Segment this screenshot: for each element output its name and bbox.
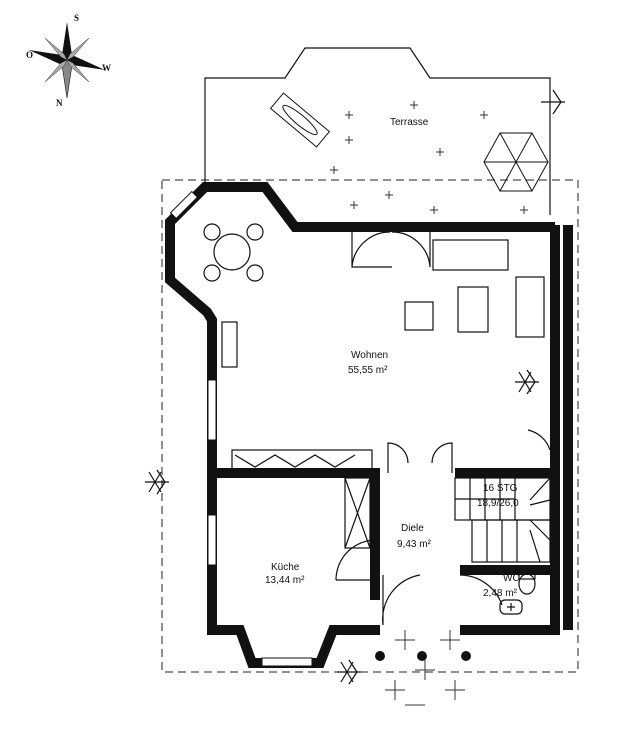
compass-east: O	[26, 50, 33, 60]
compass-north: N	[56, 98, 63, 108]
entrance-paving	[385, 630, 465, 706]
planter-dots	[375, 651, 471, 661]
wc-fixtures-icon	[499, 573, 536, 615]
kitchen-area: 13,44 m²	[265, 575, 305, 586]
stairs-steps: 16 STG	[483, 483, 518, 494]
dining-table-icon	[203, 223, 264, 282]
compass-west: W	[102, 63, 111, 73]
terrace-door-icon	[351, 231, 431, 268]
hall-name: Diele	[401, 523, 424, 534]
plant-icons	[145, 89, 565, 685]
sun-lounger-icon	[269, 92, 331, 148]
wc-name: WC	[503, 573, 520, 584]
staircase-icon	[454, 429, 551, 563]
stairs-ratio: 18,9/26,0	[477, 498, 519, 509]
hall-area: 9,43 m²	[397, 539, 432, 550]
wc-area: 2,48 m²	[483, 588, 518, 599]
terrace-label: Terrasse	[390, 117, 429, 128]
hall-doors-icon	[335, 442, 503, 626]
parasol-icon	[483, 132, 549, 192]
sideboard-icon	[231, 449, 373, 549]
windows	[169, 190, 313, 667]
compass-rose-icon	[29, 22, 105, 99]
living-name: Wohnen	[351, 350, 388, 361]
paving-crosses	[330, 101, 528, 214]
living-area: 55,55 m²	[348, 365, 388, 376]
terrace-outline	[204, 47, 551, 215]
plot-boundary	[161, 179, 579, 673]
kitchen-name: Küche	[271, 562, 300, 573]
compass-south: S	[74, 13, 79, 23]
sofa-icon	[221, 239, 545, 368]
